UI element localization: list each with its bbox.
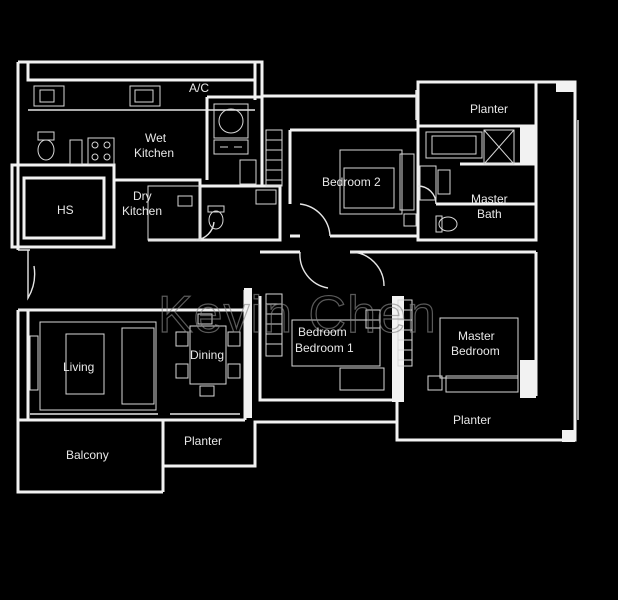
label-wet-kitchen-1: Wet xyxy=(145,131,167,145)
label-living: Living xyxy=(63,360,94,374)
bed-bedroom-1 xyxy=(291,309,385,391)
kitchen-fixtures xyxy=(33,85,257,241)
wardrobes xyxy=(265,129,413,367)
label-master-bedroom-2: Bedroom xyxy=(451,344,500,358)
label-planter-mid: Planter xyxy=(184,434,222,448)
label-balcony: Balcony xyxy=(66,448,109,462)
label-hs: HS xyxy=(57,203,74,217)
columns xyxy=(244,82,575,442)
room-labels: A/C Wet Kitchen Dry Kitchen HS Bedroom 2… xyxy=(57,81,508,462)
watermark: Kevin Chen xyxy=(158,286,437,344)
label-dining: Dining xyxy=(190,348,224,362)
bed-bedroom-2 xyxy=(339,149,417,227)
sofa-set xyxy=(29,321,157,411)
windows xyxy=(30,90,579,420)
label-bedroom-2: Bedroom 2 xyxy=(322,175,381,189)
doors xyxy=(27,185,437,301)
label-master-bedroom-1: Master xyxy=(458,329,495,343)
bathroom-fixtures xyxy=(37,129,515,233)
label-dry-kitchen-1: Dry xyxy=(133,189,152,203)
label-bedroom-1-line2: Bedroom 1 xyxy=(295,341,354,355)
label-planter-bottom-right: Planter xyxy=(453,413,491,427)
label-wet-kitchen-2: Kitchen xyxy=(134,146,174,160)
label-ac: A/C xyxy=(189,81,209,95)
label-bedroom-1-line1: Bedroom xyxy=(298,325,347,339)
label-master-bath-1: Master xyxy=(471,192,508,206)
bed-master-bedroom xyxy=(427,317,519,393)
dining-set xyxy=(175,313,241,397)
label-dry-kitchen-2: Kitchen xyxy=(122,204,162,218)
label-master-bath-2: Bath xyxy=(477,207,502,221)
label-planter-top: Planter xyxy=(470,102,508,116)
